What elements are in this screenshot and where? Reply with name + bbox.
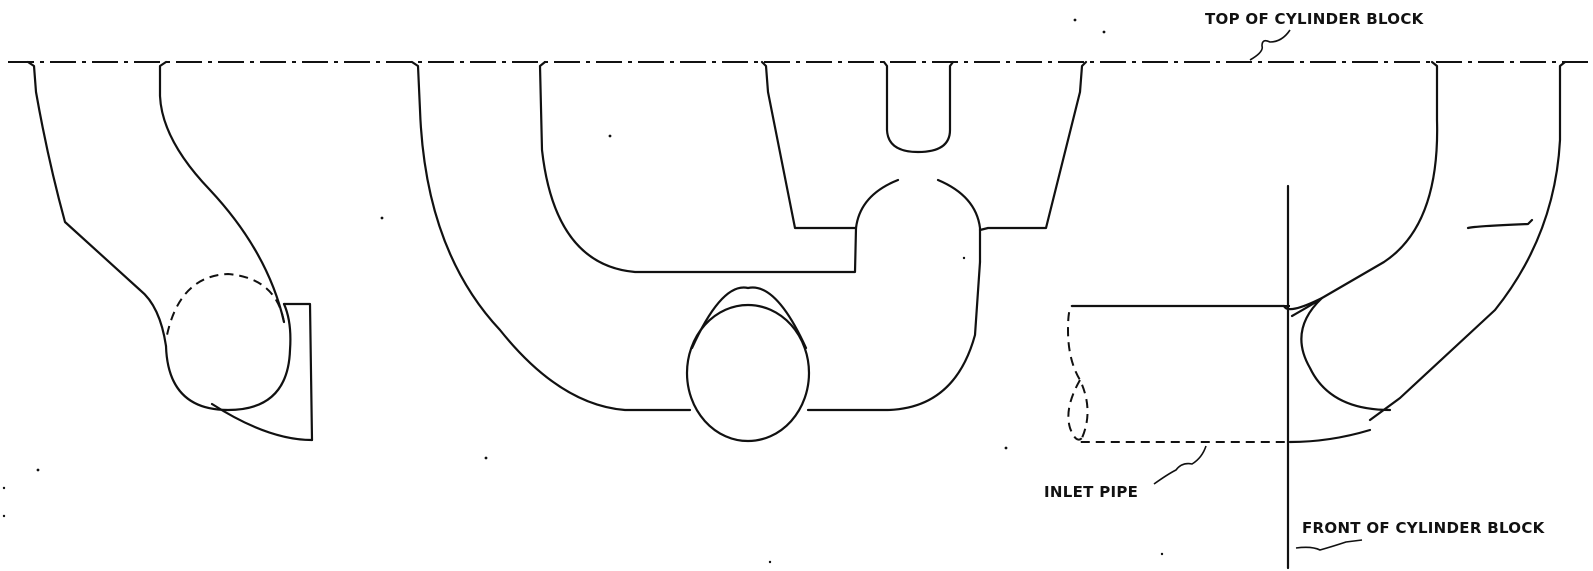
center-manifold bbox=[410, 60, 1088, 443]
junction-bulge-left bbox=[854, 178, 900, 230]
right-elbow-outer-wall bbox=[1368, 60, 1567, 422]
right-elbow-port bbox=[1066, 60, 1567, 570]
left-elbow-inner-wall bbox=[158, 60, 286, 324]
center-outlet-crest bbox=[690, 286, 808, 350]
left-outlet-hidden-edge bbox=[165, 272, 285, 341]
heat-riser-slot bbox=[882, 60, 955, 154]
center-bottom-run bbox=[806, 260, 982, 412]
left-flange-bottom bbox=[210, 402, 314, 442]
right-outlet-curve bbox=[1290, 296, 1392, 412]
left-elbow-port bbox=[26, 60, 314, 442]
scan-specks bbox=[2, 18, 1164, 564]
center-left-flange bbox=[760, 60, 858, 230]
inlet-pipe-hidden bbox=[1066, 305, 1290, 443]
junction-bulge-right bbox=[936, 178, 982, 264]
left-outlet-circle bbox=[164, 302, 292, 412]
center-outer-wall bbox=[410, 60, 692, 412]
center-right-flange bbox=[978, 60, 1088, 232]
left-elbow-outer-wall bbox=[26, 60, 168, 348]
right-elbow-inner-wall bbox=[1282, 60, 1439, 311]
left-flange-edge bbox=[282, 302, 314, 442]
right-flange-mark bbox=[1466, 218, 1534, 230]
front-of-block-leader bbox=[1295, 539, 1363, 551]
label-inlet-pipe: INLET PIPE bbox=[1044, 445, 1207, 501]
inlet-pipe-leader bbox=[1153, 445, 1207, 485]
label-top-of-block: TOP OF CYLINDER BLOCK bbox=[1205, 10, 1425, 61]
front-of-block-label: FRONT OF CYLINDER BLOCK bbox=[1302, 519, 1546, 537]
label-front-of-block: FRONT OF CYLINDER BLOCK bbox=[1295, 519, 1546, 551]
inlet-pipe-break bbox=[1067, 379, 1083, 441]
right-flange-bottom bbox=[1288, 428, 1372, 444]
top-of-block-leader bbox=[1249, 29, 1291, 61]
inlet-pipe-label: INLET PIPE bbox=[1044, 483, 1138, 501]
center-inner-passage bbox=[538, 60, 858, 274]
top-of-block-label: TOP OF CYLINDER BLOCK bbox=[1205, 10, 1425, 28]
center-outlet-circle bbox=[685, 303, 811, 443]
